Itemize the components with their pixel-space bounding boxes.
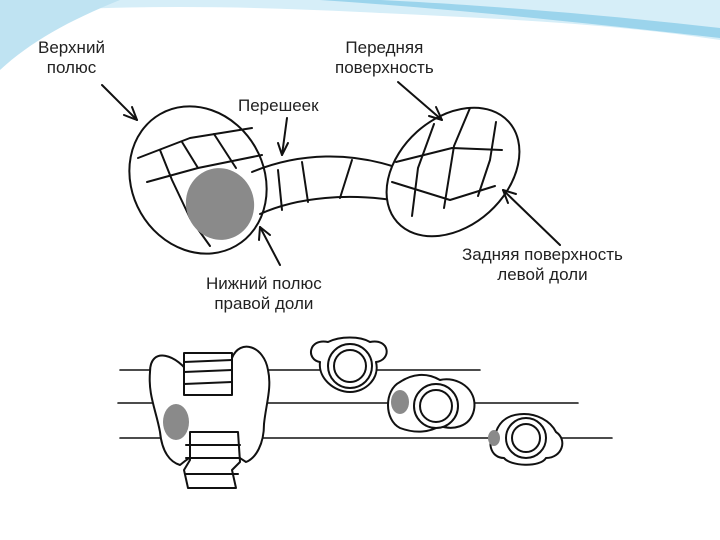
isthmus <box>251 155 399 215</box>
label-upper-pole: Верхний полюс <box>38 38 105 78</box>
label-posterior-surface: Задняя поверхность левой доли <box>462 245 623 285</box>
label-lower-pole-line2: правой доли <box>214 294 314 313</box>
label-upper-pole-line1: Верхний <box>38 38 105 57</box>
label-anterior-surface-line1: Передняя <box>345 38 424 57</box>
label-lower-pole-line1: Нижний полюс <box>206 274 322 293</box>
cross-section-upper <box>310 336 388 393</box>
label-isthmus: Перешеек <box>238 96 319 116</box>
arrows <box>101 81 561 266</box>
cross-section-lower <box>488 413 564 466</box>
anterior-gland-view <box>148 345 271 489</box>
label-upper-pole-line2: полюс <box>46 58 97 77</box>
header-wave-light <box>0 0 720 40</box>
label-posterior-surface-line1: Задняя поверхность <box>462 245 623 264</box>
header-wave-left <box>0 0 120 70</box>
cross-section-middle <box>387 374 476 433</box>
nodule <box>185 168 255 240</box>
label-isthmus-text: Перешеек <box>238 96 319 115</box>
label-anterior-surface: Передняя поверхность <box>335 38 434 78</box>
header-wave <box>0 0 720 70</box>
label-posterior-surface-line2: левой доли <box>497 265 588 284</box>
label-lower-pole: Нижний полюс правой доли <box>206 274 322 314</box>
label-anterior-surface-line2: поверхность <box>335 58 434 77</box>
left-lobe <box>385 106 521 238</box>
